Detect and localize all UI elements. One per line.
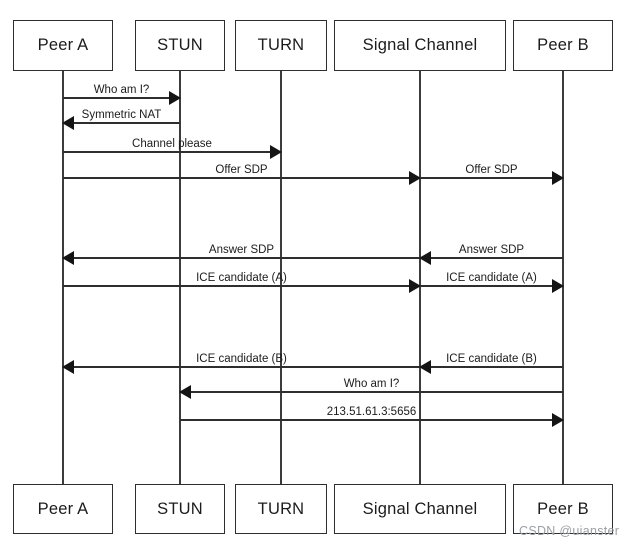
message-line [63,285,420,287]
actor-box-stun-top: STUN [135,20,225,71]
message-line [420,285,563,287]
arrowhead-left-icon [62,116,74,130]
arrowhead-right-icon [552,413,564,427]
arrowhead-left-icon [62,360,74,374]
message-line [63,257,420,259]
message-line [63,122,180,124]
arrowhead-left-icon [419,251,431,265]
arrowhead-left-icon [62,251,74,265]
arrowhead-right-icon [409,171,421,185]
actor-box-turn-bottom: TURN [235,484,327,534]
message-line [180,419,563,421]
message-label: ICE candidate (B) [196,353,287,365]
actor-box-turn-top: TURN [235,20,327,71]
arrowhead-left-icon [179,385,191,399]
message-label: Answer SDP [458,244,525,256]
message-line [180,391,563,393]
actor-box-stun-bottom: STUN [135,484,225,534]
message-line [420,177,563,179]
lifeline-turn [280,71,282,484]
arrowhead-right-icon [552,171,564,185]
message-label: Offer SDP [465,164,518,176]
message-label: Offer SDP [215,164,268,176]
arrowhead-left-icon [419,360,431,374]
message-line [63,151,281,153]
actor-box-peer-a-bottom: Peer A [13,484,113,534]
lifeline-peer-a [62,71,64,484]
actor-box-signal-channel-bottom: Signal Channel [334,484,506,534]
message-line [63,366,420,368]
message-label: Symmetric NAT [81,109,162,121]
message-label: ICE candidate (A) [196,272,287,284]
actor-box-peer-b-top: Peer B [513,20,613,71]
message-label: Who am I? [343,378,400,390]
message-label: 213.51.61.3:5656 [326,406,417,418]
message-line [420,366,563,368]
lifeline-stun [179,71,181,484]
message-label: Who am I? [93,84,150,96]
arrowhead-right-icon [270,145,282,159]
message-label: ICE candidate (B) [446,353,537,365]
message-line [420,257,563,259]
arrowhead-right-icon [169,91,181,105]
message-label: Answer SDP [208,244,275,256]
lifeline-peer-b [562,71,564,484]
actor-box-peer-b-bottom: Peer B [513,484,613,534]
arrowhead-right-icon [409,279,421,293]
actor-box-peer-a-top: Peer A [13,20,113,71]
message-label: ICE candidate (A) [446,272,537,284]
message-line [63,97,180,99]
arrowhead-right-icon [552,279,564,293]
message-line [63,177,420,179]
csdn-watermark: CSDN @uianster [519,524,620,538]
actor-box-signal-channel-top: Signal Channel [334,20,506,71]
lifeline-signal-channel [419,71,421,484]
message-label: Channel please [132,138,212,150]
